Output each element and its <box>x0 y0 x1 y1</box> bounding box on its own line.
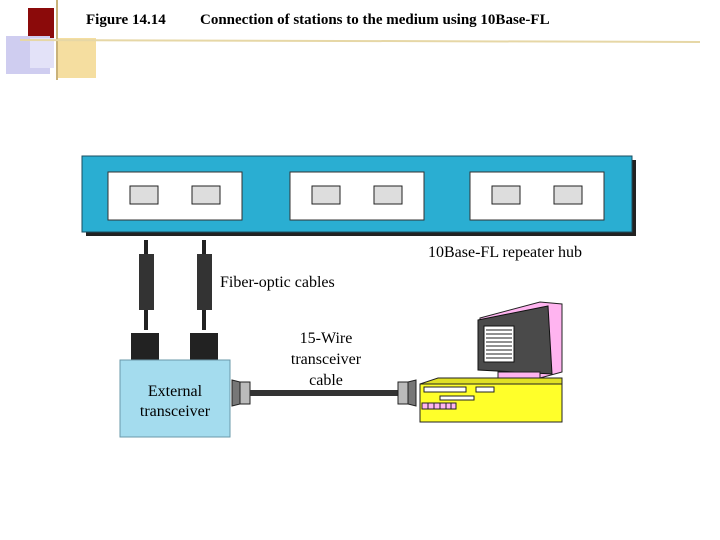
title-horizontal-rule <box>19 39 701 43</box>
monitor-screen <box>483 325 515 363</box>
transceiver-label-line-2: transceiver <box>140 403 211 420</box>
title-square-dark <box>28 8 54 38</box>
case-button-row <box>421 402 457 410</box>
external-transceiver <box>119 333 231 438</box>
hub-label: 10Base-FL repeater hub <box>428 244 582 261</box>
monitor-stand <box>497 371 541 379</box>
title-square-light <box>56 38 96 78</box>
transceiver-label-line-1: External <box>148 383 203 400</box>
hub-port <box>129 185 159 205</box>
hub-port-panel-1 <box>107 171 243 221</box>
case-top <box>419 377 563 385</box>
repeater-hub <box>81 155 636 236</box>
cable-label-line-2: transceiver <box>291 351 362 368</box>
cable-plug-right <box>407 379 417 407</box>
cable-label-line-1: 15-Wire <box>300 330 353 347</box>
computer-case <box>419 377 563 423</box>
monitor <box>477 301 563 379</box>
cable-plug-left <box>231 379 241 407</box>
hub-port-panel-2 <box>289 171 425 221</box>
computer-station <box>419 301 563 423</box>
figure-caption: Connection of stations to the medium usi… <box>200 12 550 28</box>
cable-label-line-3: cable <box>309 372 343 389</box>
title-square-lavender-2 <box>30 38 54 68</box>
hub-port <box>553 185 583 205</box>
hub-port <box>373 185 403 205</box>
transceiver-cable <box>231 379 417 407</box>
figure-label: Figure 14.14 <box>86 12 166 28</box>
hub-port <box>191 185 221 205</box>
transceiver-body <box>119 359 231 438</box>
title-decoration <box>6 0 701 80</box>
case-button-dividers <box>427 403 452 409</box>
monitor-screen-lines <box>486 329 512 359</box>
case-drive-slot <box>423 386 467 393</box>
transceiver-connector <box>190 333 218 360</box>
fiber-cable-left <box>139 240 154 330</box>
hub-port <box>311 185 341 205</box>
fiber-cable-right <box>197 240 212 330</box>
fiber-label: Fiber-optic cables <box>220 274 335 291</box>
case-drive-slot <box>475 386 495 393</box>
case-drive-slot <box>439 395 475 401</box>
transceiver-connector <box>131 333 159 360</box>
hub-port <box>491 185 521 205</box>
hub-port-panel-3 <box>469 171 605 221</box>
